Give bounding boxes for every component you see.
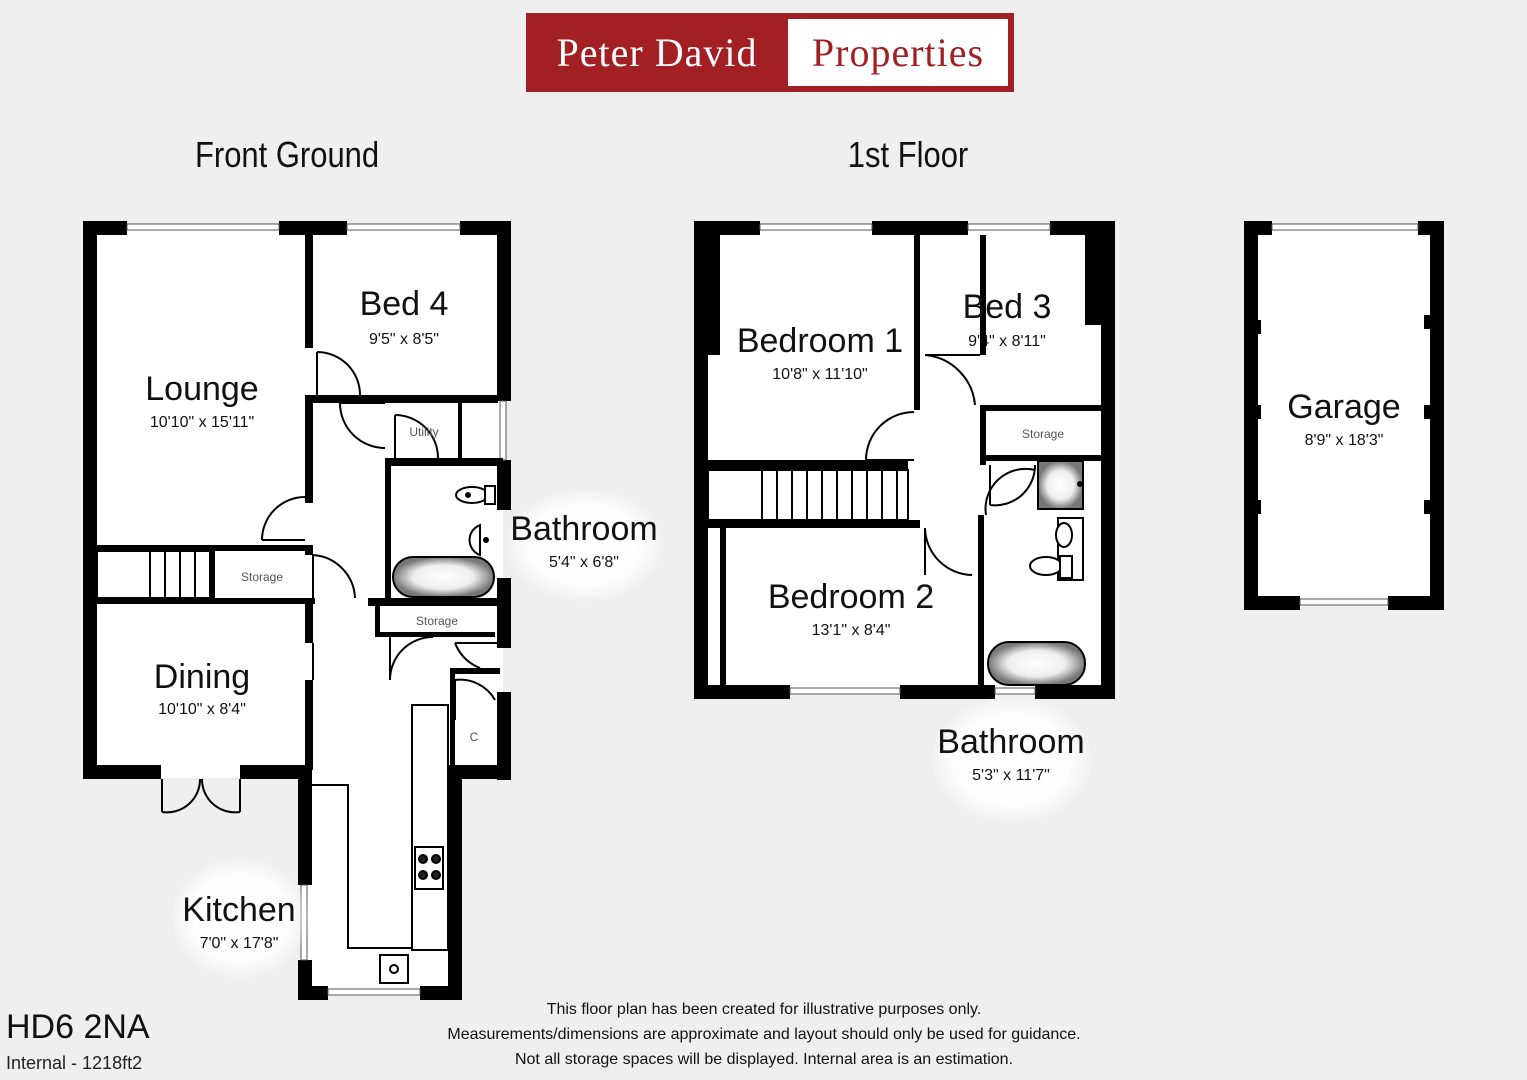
brand-logo: Peter David Properties [526, 13, 1014, 92]
lounge-dims: 10'10" x 15'11" [150, 414, 254, 431]
bed3-dims: 9'4" x 8'11" [968, 333, 1046, 350]
logo-right-text: Properties [788, 19, 1008, 86]
utility-label: Utility [409, 425, 438, 439]
bedroom1-dims: 10'8" x 11'10" [772, 366, 867, 383]
bed4-dims: 9'5" x 8'5" [369, 331, 439, 348]
garage-dims: 8'9" x 18'3" [1305, 432, 1384, 449]
ground-bathroom-label: Bathroom [510, 510, 657, 548]
disclaimer-line-3: Not all storage spaces will be displayed… [514, 1051, 1014, 1068]
logo-left-text: Peter David [556, 30, 758, 75]
garage-plan [1244, 221, 1444, 610]
ground-floor-plan [83, 221, 511, 1000]
kitchen-dims: 7'0" x 17'8" [200, 935, 279, 952]
postcode: HD6 2NA [6, 1008, 150, 1046]
first-bathroom-dims: 5'3" x 11'7" [972, 767, 1050, 784]
dining-dims: 10'10" x 8'4" [158, 701, 246, 718]
bedroom2-dims: 13'1" x 8'4" [812, 622, 891, 639]
ground-floor-title: Front Ground [194, 134, 380, 175]
first-bathroom-label: Bathroom [937, 723, 1084, 761]
dining-label: Dining [154, 658, 250, 696]
cupboard-label: C [470, 730, 479, 744]
bedroom2-label: Bedroom 2 [768, 578, 934, 616]
disclaimer-line-2: Measurements/dimensions are approximate … [447, 1026, 1081, 1043]
bed3-label: Bed 3 [963, 288, 1052, 326]
first-floor-plan [694, 221, 1115, 699]
stairs-storage-label: Storage [241, 570, 283, 584]
first-floor-title: 1st Floor [847, 134, 969, 175]
bedroom1-label: Bedroom 1 [737, 322, 903, 360]
disclaimer-line-1: This floor plan has been created for ill… [546, 1001, 982, 1018]
first-storage-label: Storage [1022, 427, 1064, 441]
internal-area: Internal - 1218ft2 [6, 1053, 143, 1073]
garage-label: Garage [1287, 388, 1400, 426]
kitchen-label: Kitchen [182, 891, 295, 929]
floor-plan-drawing: Lounge 10'10" x 15'11" Bed 4 9'5" x 8'5"… [83, 221, 1444, 1000]
ground-bathroom-dims: 5'4" x 6'8" [549, 554, 619, 571]
bed4-label: Bed 4 [360, 285, 449, 323]
lounge-label: Lounge [145, 370, 258, 408]
hall-storage-label: Storage [416, 614, 458, 628]
